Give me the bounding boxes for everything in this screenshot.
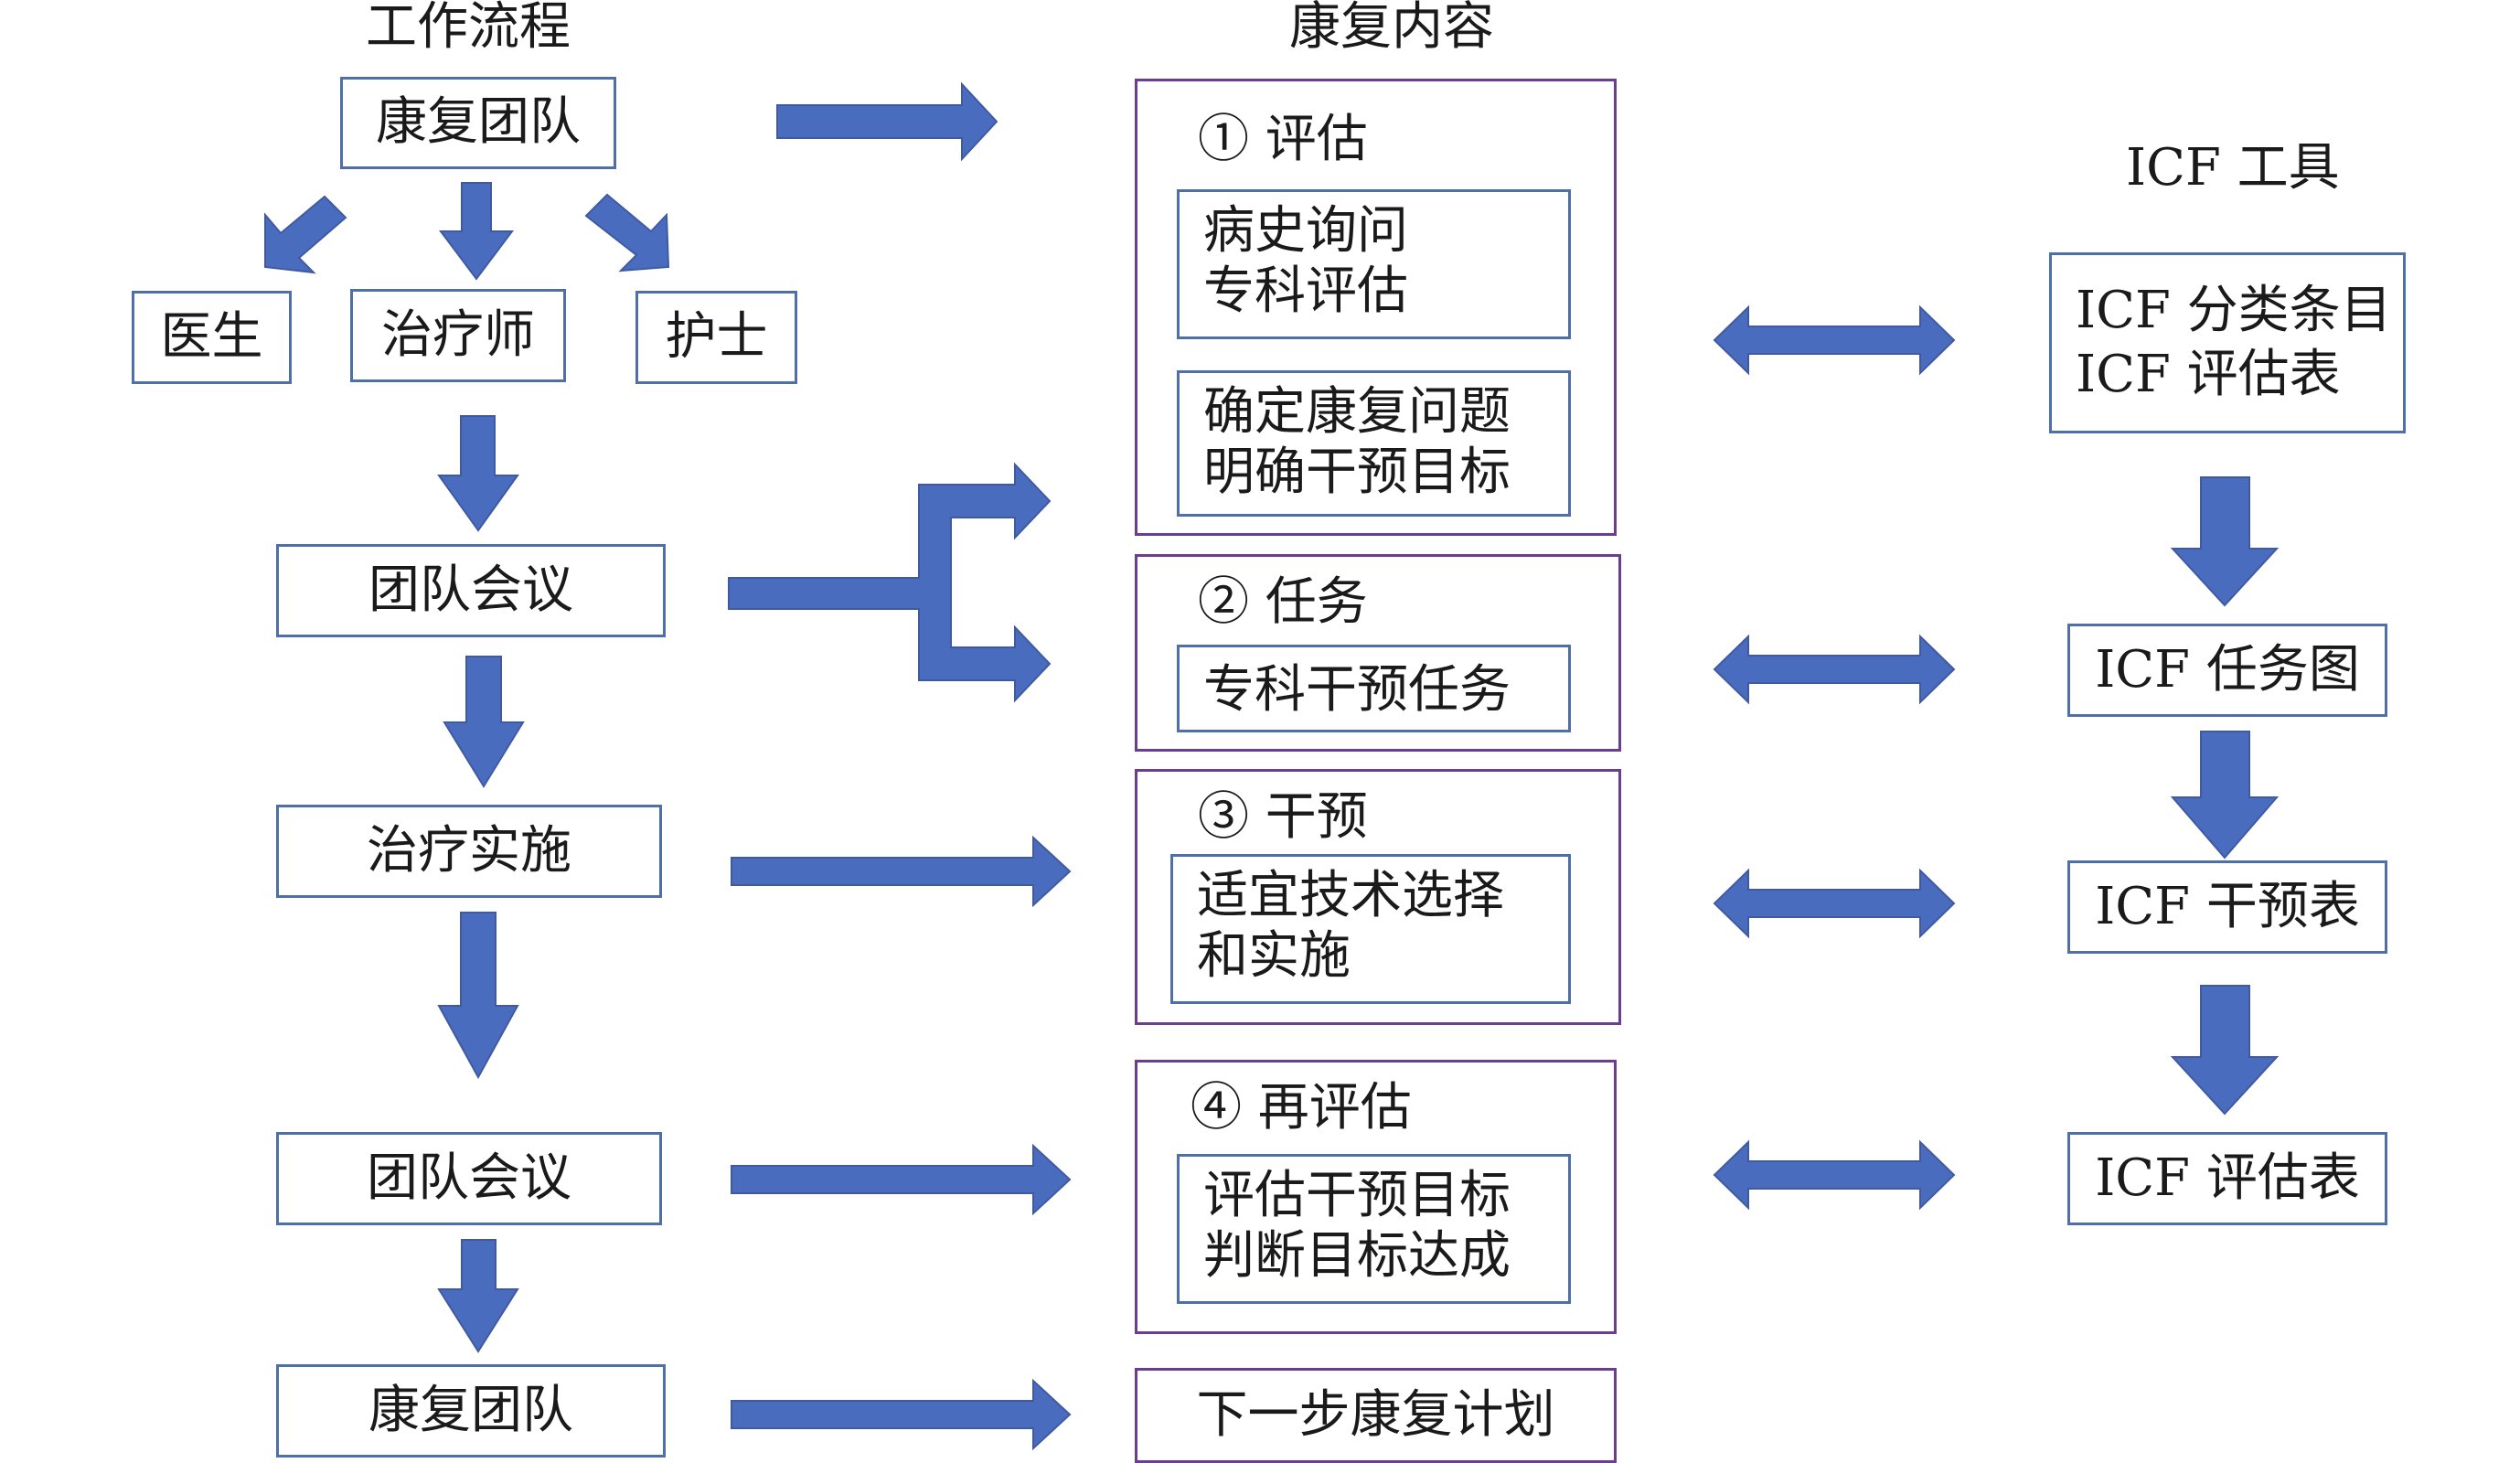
tools-header: ICF 工具	[2126, 138, 2340, 198]
content-header: 康复内容	[1289, 0, 1494, 57]
intervene-panel: ③ 干预 适宜技术选择 和实施	[1135, 769, 1621, 1025]
assess-problem-box: 确定康复问题 明确干预目标	[1177, 370, 1571, 517]
double-arrow-task	[1713, 634, 1956, 705]
arrow-treatment-to-intervene	[731, 835, 1072, 908]
task-panel: ② 任务 专科干预任务	[1135, 554, 1621, 752]
icf-assessment-table-box: ICF 评估表	[2067, 1132, 2387, 1225]
icf-classification-line-1: ICF 分类条目	[2076, 281, 2392, 340]
reassess-box: 评估干预目标 判断目标达成	[1177, 1154, 1571, 1304]
assess-panel: ① 评估 病史询问 专科评估 确定康复问题 明确干预目标	[1135, 79, 1617, 536]
arrow-team-to-content	[776, 81, 998, 162]
arrow-team-to-nurse	[584, 193, 670, 272]
icf-classification-box: ICF 分类条目 ICF 评估表	[2049, 252, 2406, 433]
intervene-title: ③ 干预	[1198, 787, 1368, 847]
treatment-box: 治疗实施	[276, 805, 662, 898]
arrow-treatment-to-meeting	[437, 912, 519, 1080]
arrow-taskmap-to-intervention	[2170, 731, 2280, 860]
doctor-box: 医生	[132, 291, 292, 384]
double-arrow-reassess	[1713, 1139, 1956, 1211]
intervene-line-1: 适宜技术选择	[1197, 866, 1504, 925]
arrow-staff-to-meeting	[437, 415, 519, 532]
double-arrow-assess	[1713, 304, 1956, 376]
meeting-1-box: 团队会议	[276, 544, 666, 637]
assess-history-box: 病史询问 专科评估	[1177, 189, 1571, 339]
meeting-2-box: 团队会议	[276, 1132, 662, 1225]
arrow-meeting-to-team	[437, 1239, 519, 1353]
arrow-team-to-next-plan	[731, 1378, 1072, 1451]
task-box: 专科干预任务	[1177, 645, 1571, 732]
arrow-team-to-doctor	[264, 195, 347, 274]
assess-problem-line-2: 明确干预目标	[1203, 443, 1511, 503]
icf-task-map-box: ICF 任务图	[2067, 624, 2387, 717]
task-line-1: 专科干预任务	[1203, 660, 1511, 720]
double-arrow-intervene	[1713, 868, 1956, 939]
therapist-box: 治疗师	[350, 289, 566, 382]
reassess-line-1: 评估干预目标	[1203, 1166, 1511, 1225]
assess-problem-line-1: 确定康复问题	[1203, 382, 1511, 442]
assess-title: ① 评估	[1198, 110, 1368, 169]
arrow-meeting-to-reassess	[731, 1143, 1072, 1216]
arrow-meeting-to-treatment	[443, 656, 525, 788]
arrow-team-to-therapist	[439, 182, 514, 281]
reassess-line-2: 判断目标达成	[1203, 1226, 1511, 1287]
arrow-intervention-to-assessment	[2170, 985, 2280, 1116]
team-bottom-box: 康复团队	[276, 1364, 666, 1458]
assess-history-line-1: 病史询问	[1203, 201, 1408, 261]
intervene-box: 适宜技术选择 和实施	[1170, 854, 1571, 1004]
arrow-meeting-fork	[728, 462, 1052, 703]
workflow-header: 工作流程	[366, 0, 571, 57]
team-top-box: 康复团队	[340, 77, 616, 169]
reassess-title: ④ 再评估	[1191, 1078, 1412, 1137]
task-title: ② 任务	[1198, 572, 1368, 632]
intervene-line-2: 和实施	[1197, 926, 1351, 987]
next-plan-box: 下一步康复计划	[1135, 1368, 1617, 1463]
icf-intervention-table-box: ICF 干预表	[2067, 860, 2387, 954]
nurse-box: 护士	[635, 291, 797, 384]
reassess-panel: ④ 再评估 评估干预目标 判断目标达成	[1135, 1060, 1617, 1334]
arrow-classification-to-taskmap	[2170, 476, 2280, 607]
icf-classification-line-2: ICF 评估表	[2076, 345, 2341, 404]
assess-history-line-2: 专科评估	[1203, 262, 1408, 322]
